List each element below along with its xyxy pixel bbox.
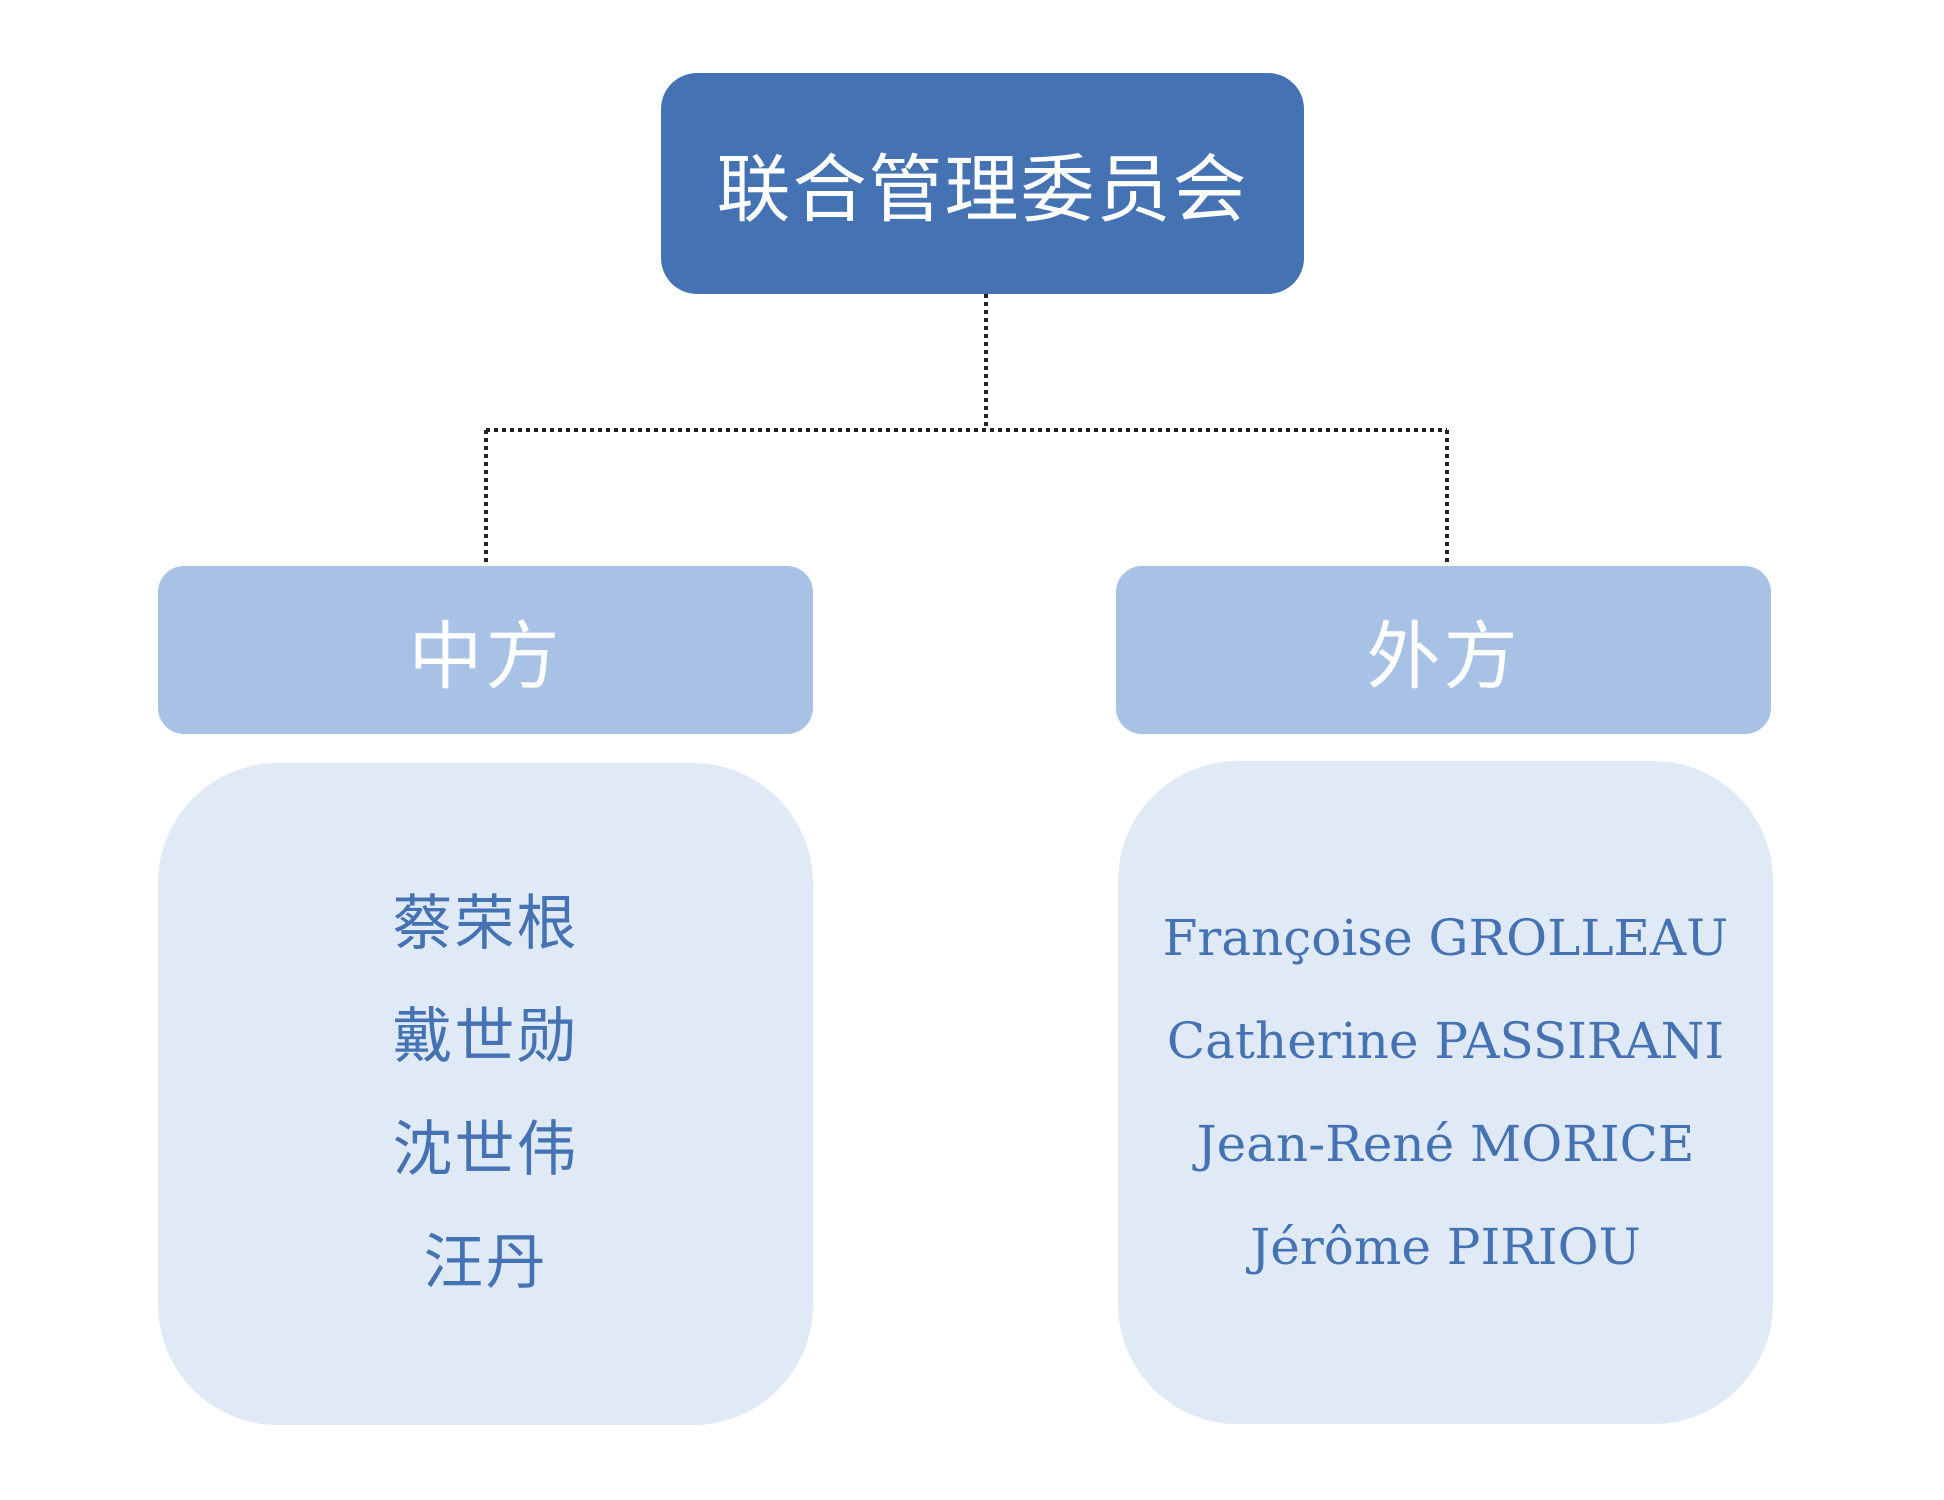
member-name: 沈世伟 (392, 1115, 579, 1185)
member-name: Jérôme PIRIOU (1250, 1217, 1641, 1276)
connector-root-to-branches (484, 294, 1449, 566)
member-name: Françoise GROLLEAU (1162, 908, 1729, 967)
member-name: Jean-René MORICE (1196, 1114, 1695, 1173)
root-node-joint-management-committee: 联合管理委员会 (661, 73, 1304, 294)
branch-header-label: 外方 (1366, 613, 1521, 700)
member-list-chinese-side: 蔡荣根 戴世勋 沈世伟 汪丹 (158, 763, 813, 1425)
member-name: Catherine PASSIRANI (1166, 1011, 1725, 1070)
member-list-foreign-side: Françoise GROLLEAU Catherine PASSIRANI J… (1118, 761, 1773, 1424)
member-name: 汪丹 (423, 1228, 548, 1298)
branch-header-label: 中方 (408, 613, 563, 700)
member-name: 戴世勋 (392, 1002, 579, 1072)
root-node-label: 联合管理委员会 (716, 147, 1249, 233)
branch-header-foreign-side: 外方 (1116, 566, 1771, 734)
branch-header-chinese-side: 中方 (158, 566, 813, 734)
member-name: 蔡荣根 (392, 889, 579, 959)
